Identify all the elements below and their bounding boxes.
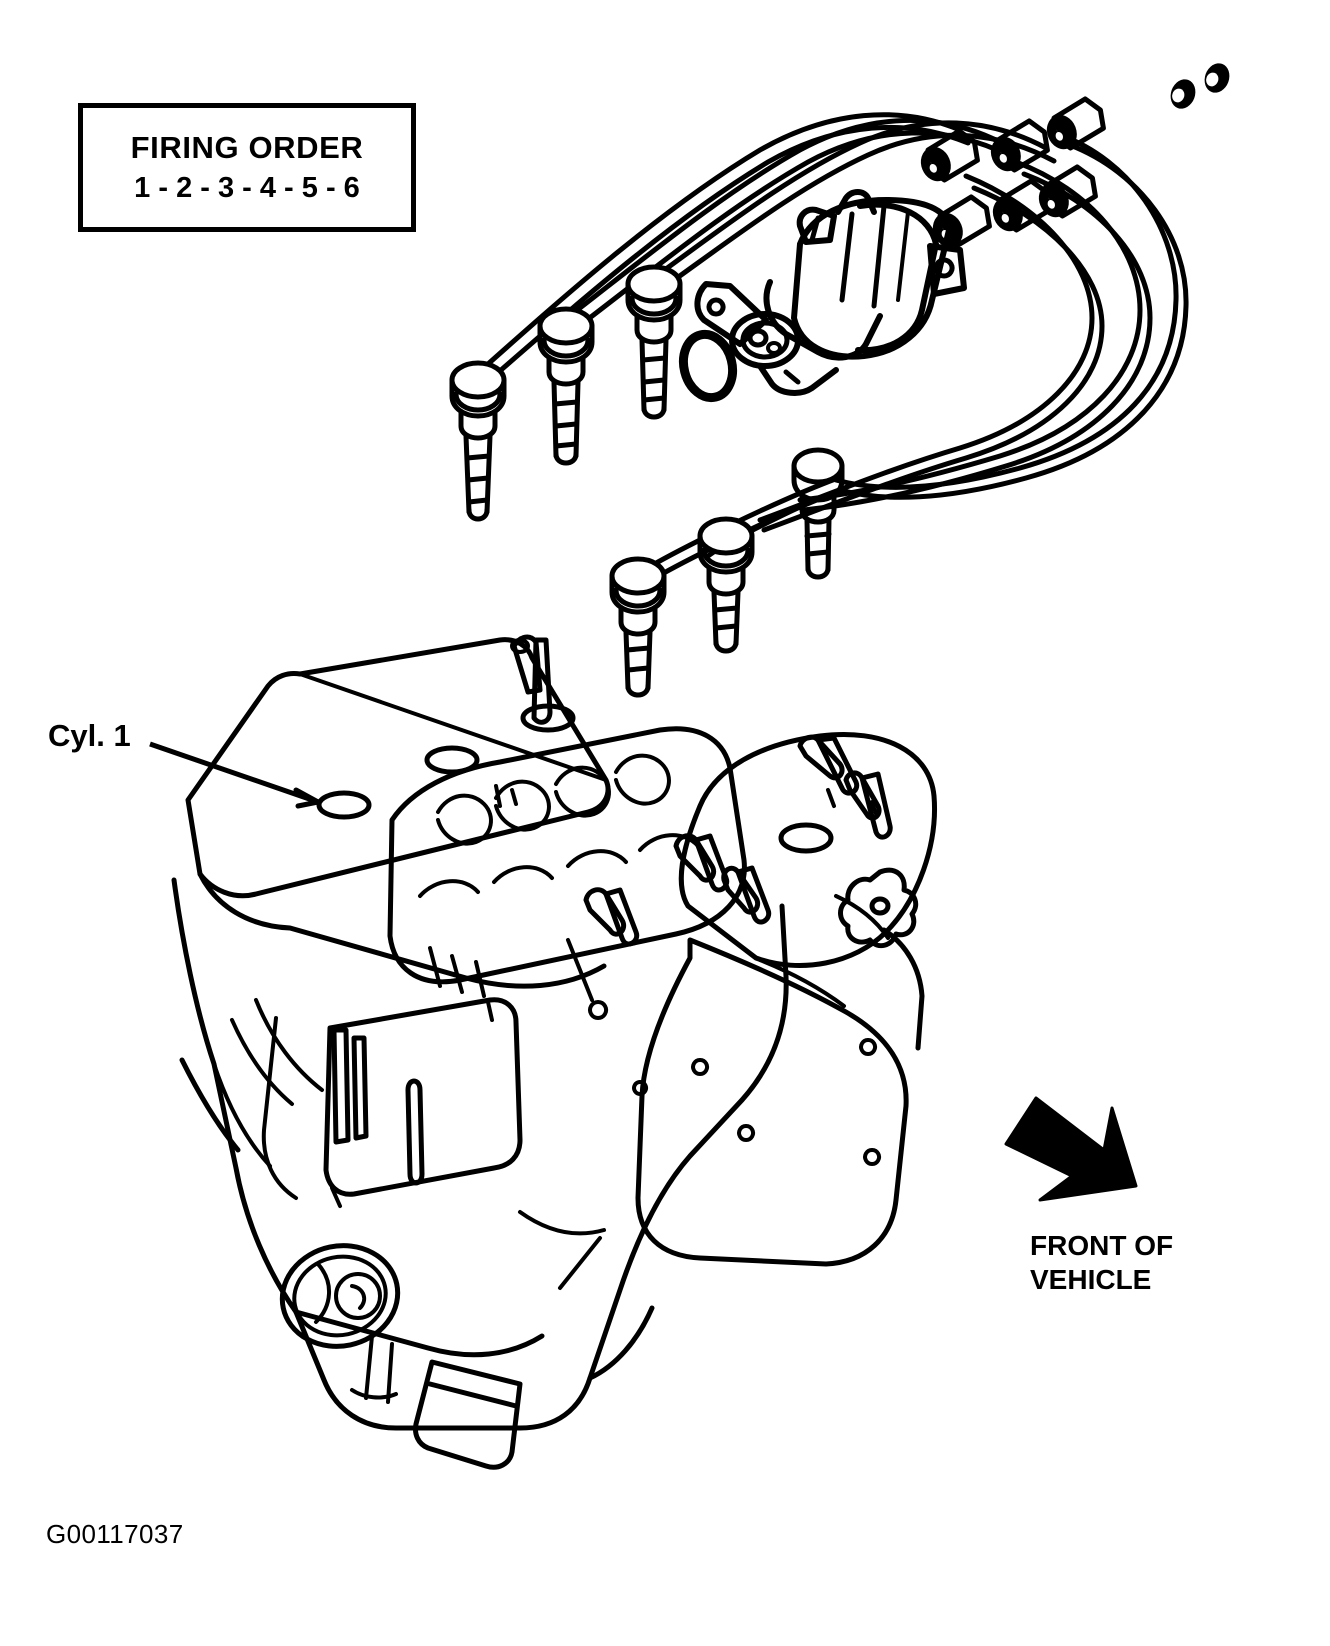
distributor-o-ring <box>678 329 738 403</box>
firing-order-box: FIRING ORDER 1 - 2 - 3 - 4 - 5 - 6 <box>78 103 416 232</box>
accessory-bracket <box>758 894 925 1051</box>
front-of-vehicle-arrow <box>1004 1096 1138 1202</box>
engine-block <box>171 634 938 1470</box>
front-of-vehicle-label: FRONT OF VEHICLE <box>1030 1229 1173 1297</box>
firing-order-sequence: 1 - 2 - 3 - 4 - 5 - 6 <box>134 171 360 204</box>
cylinder-one-label: Cyl. 1 <box>48 718 131 753</box>
wire-retaining-clips <box>1170 63 1230 109</box>
front-of-vehicle-line1: FRONT OF <box>1030 1230 1174 1261</box>
distributor-assembly <box>694 189 967 396</box>
front-of-vehicle-line2: VEHICLE <box>1030 1264 1152 1296</box>
block-body <box>171 871 909 1470</box>
spark-plug-boots-rear-bank <box>609 447 845 698</box>
distributor-cap-terminals <box>920 96 1106 249</box>
rear-valve-cover <box>678 732 938 968</box>
firing-order-title: FIRING ORDER <box>130 129 364 165</box>
front-valve-cover <box>185 634 611 899</box>
cylinder-one-leader-line <box>149 741 321 809</box>
spark-plug-boots-front-bank <box>449 264 683 522</box>
cylinder-head-intake <box>387 726 747 985</box>
figure-id-label: G00117037 <box>46 1519 184 1549</box>
